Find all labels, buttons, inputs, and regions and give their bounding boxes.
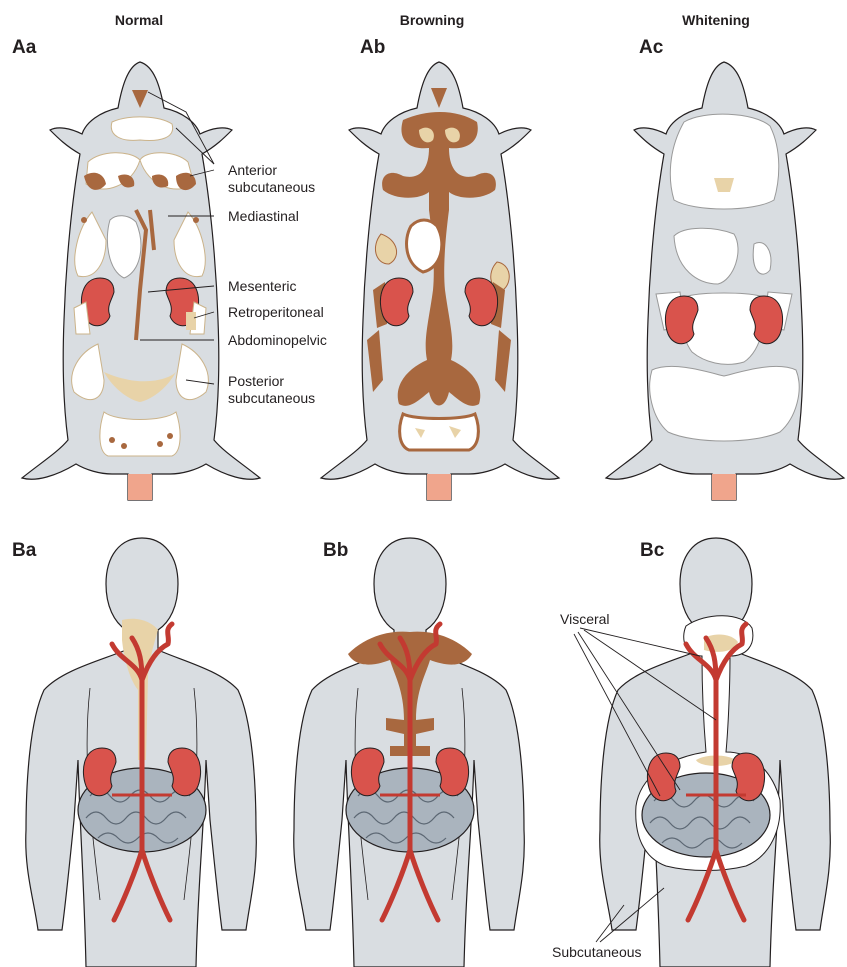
human-normal — [26, 538, 257, 967]
human-whitening — [600, 538, 831, 967]
column-title-whitening: Whitening — [682, 12, 750, 28]
callout-anterior-subcutaneous-2: subcutaneous — [228, 179, 315, 195]
column-title-normal: Normal — [115, 12, 163, 28]
human-browning — [294, 538, 525, 967]
callout-retroperitoneal: Retroperitoneal — [228, 304, 324, 320]
column-title-browning: Browning — [400, 12, 465, 28]
callout-posterior-subcutaneous-2: subcutaneous — [228, 390, 315, 406]
panel-label-ba: Ba — [12, 540, 37, 561]
callout-abdominopelvic: Abdominopelvic — [228, 332, 327, 348]
callout-subcutaneous: Subcutaneous — [552, 944, 642, 960]
mouse-browning — [321, 62, 559, 500]
callout-visceral: Visceral — [560, 611, 610, 627]
callout-posterior-subcutaneous-1: Posterior — [228, 373, 284, 389]
panel-label-ac: Ac — [639, 37, 664, 58]
panel-label-ab: Ab — [360, 37, 385, 58]
panel-label-bb: Bb — [323, 540, 348, 561]
callout-mesenteric: Mesenteric — [228, 278, 296, 294]
mouse-whitening — [606, 62, 844, 500]
mouse-callouts: Anterior subcutaneous Mediastinal Mesent… — [228, 162, 327, 406]
callout-mediastinal: Mediastinal — [228, 208, 299, 224]
mouse-normal — [22, 62, 260, 500]
panel-label-aa: Aa — [12, 37, 37, 58]
callout-anterior-subcutaneous-1: Anterior — [228, 162, 277, 178]
panel-label-bc: Bc — [640, 540, 665, 561]
